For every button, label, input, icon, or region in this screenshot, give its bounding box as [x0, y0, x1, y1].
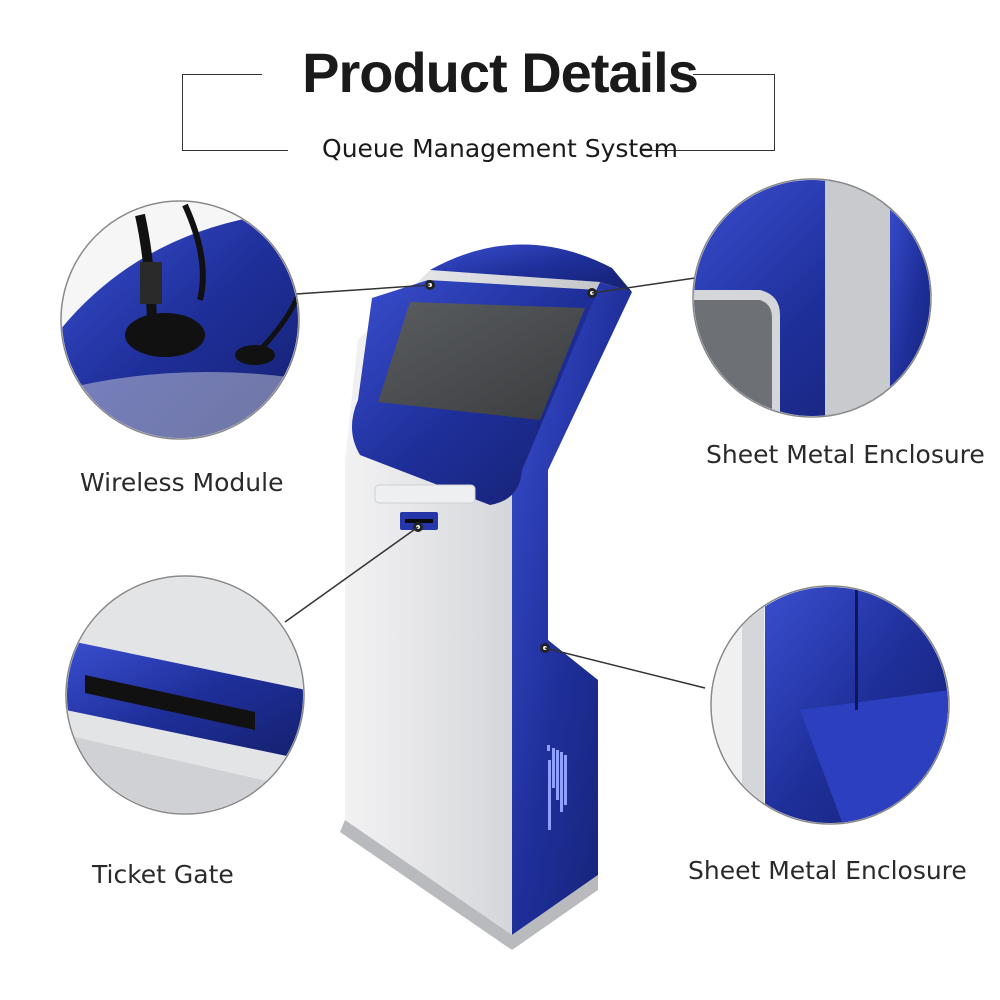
callout-lines — [284, 277, 706, 689]
callout-label-wireless-module: Wireless Module — [80, 468, 284, 497]
callout-label-sheet-metal-enclosure-side: Sheet Metal Enclosure — [688, 856, 967, 885]
kiosk — [340, 244, 632, 950]
header-frame-right — [774, 74, 775, 151]
ticket-slot-icon — [85, 675, 255, 730]
detail-circle-ticket-gate — [65, 575, 305, 815]
callout-label-sheet-metal-enclosure-top: Sheet Metal Enclosure — [706, 440, 985, 469]
detail-circle-wireless — [60, 200, 300, 440]
page-title: Product Details — [302, 41, 699, 104]
kiosk-top-cap — [430, 244, 632, 292]
page-subtitle: Queue Management System — [322, 134, 678, 163]
ticket-tray — [374, 484, 476, 504]
header-frame-top-left — [182, 74, 262, 75]
header-frame-top-right — [693, 74, 775, 75]
header-frame-left — [182, 74, 183, 151]
detail-circle-enclosure-top — [692, 178, 932, 418]
kiosk-screen — [378, 302, 585, 420]
kiosk-side-panel — [512, 282, 632, 935]
callout-label-ticket-gate: Ticket Gate — [92, 860, 234, 889]
header-frame-bottom-right — [640, 150, 775, 151]
vent-slots — [547, 745, 567, 830]
header-frame-bottom-left — [182, 150, 288, 151]
detail-circle-enclosure-side — [710, 585, 950, 825]
